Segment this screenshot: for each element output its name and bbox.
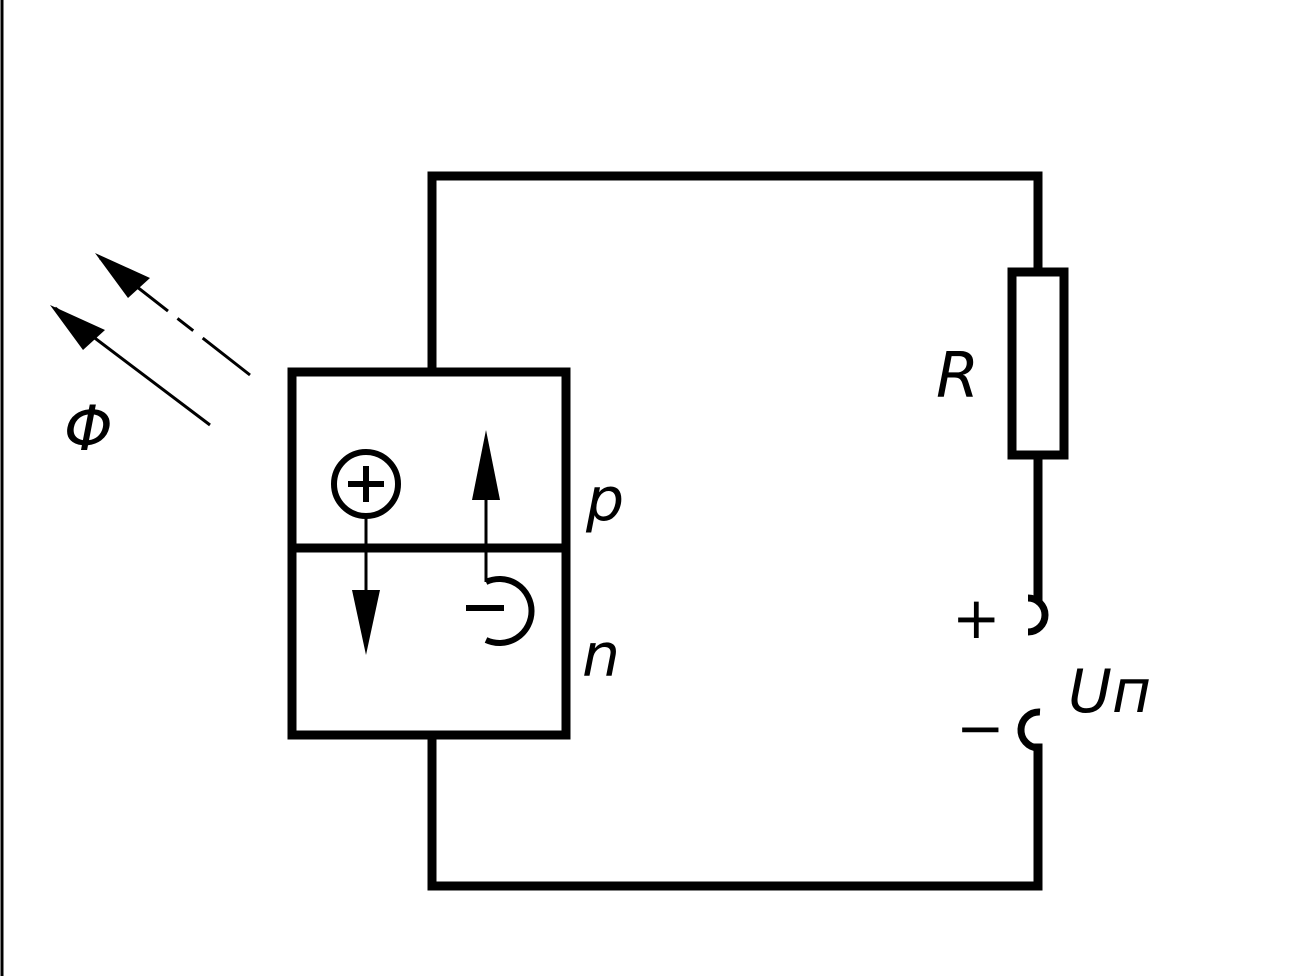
p-region-label: p [585, 465, 624, 535]
resistor-label: R [936, 339, 979, 412]
resistor-r [1007, 267, 1069, 460]
bottom-wire [427, 730, 1043, 891]
electron-carrier [466, 430, 535, 646]
negative-terminal [1017, 708, 1041, 752]
light-flux-arrows [50, 253, 251, 427]
flux-arrowhead-upper [95, 253, 150, 298]
top-wire [427, 171, 1043, 377]
flux-arrowhead-lower [50, 305, 105, 350]
hole-carrier [331, 449, 401, 655]
source-voltage-label: Uп [1068, 657, 1151, 727]
n-region-label: n [582, 621, 620, 691]
positive-terminal [1027, 594, 1049, 636]
plus-sign: + [952, 584, 1001, 652]
hole-drift-arrowhead [352, 590, 380, 655]
photodiode-body [287, 367, 571, 740]
flux-label: Φ [64, 392, 113, 465]
electron-drift-arrowhead [472, 430, 500, 500]
minus-sign: − [956, 694, 1005, 762]
